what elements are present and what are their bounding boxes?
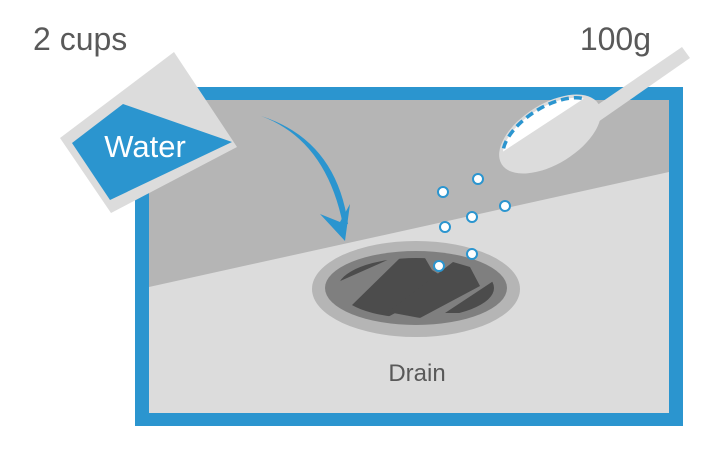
drain-slot <box>338 258 392 290</box>
salt-grain <box>466 211 478 223</box>
salt-grain <box>437 186 449 198</box>
salt-grains-icon <box>433 173 511 272</box>
spoon-icon <box>499 47 690 174</box>
drain-label: Drain <box>388 360 445 387</box>
salt-grain <box>433 260 445 272</box>
salt-grain <box>439 221 451 233</box>
pour-arrow-icon <box>261 116 350 241</box>
salt-grain <box>499 200 511 212</box>
cup-water <box>72 104 232 200</box>
spoon-handle <box>590 47 690 122</box>
salt-grain <box>466 248 478 260</box>
drain-slot <box>350 258 452 318</box>
drain-grate-icon <box>312 241 520 337</box>
salt-grain <box>472 173 484 185</box>
drain-slot <box>388 262 480 318</box>
water-amount-label: 2 cups <box>33 21 127 57</box>
salt-amount-label: 100g <box>580 21 651 57</box>
cup-icon: Water <box>60 52 237 213</box>
cup-label: Water <box>104 129 186 164</box>
spoon-bowl <box>499 94 601 174</box>
